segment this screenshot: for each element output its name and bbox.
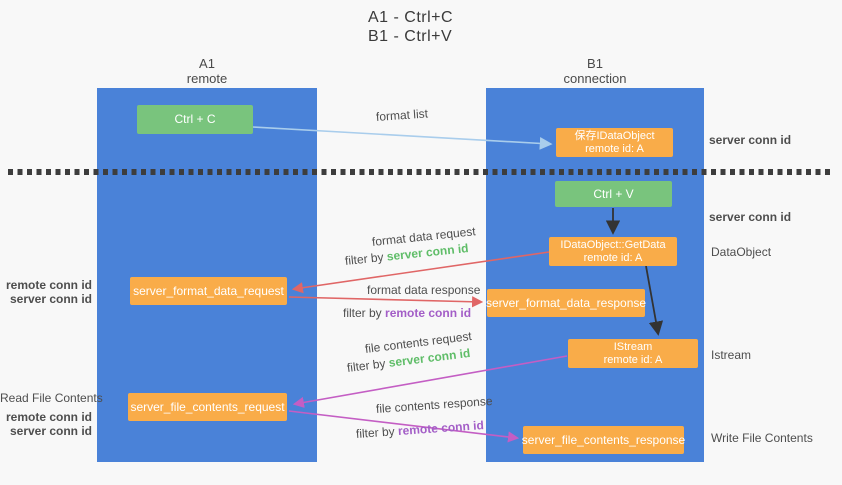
right-label-server-conn-id-mid: server conn id [709,210,792,224]
node-istream: IStream remote id: A [568,339,698,368]
node-istream-line2: remote id: A [603,353,663,366]
node-idataobject-getdata: IDataObject::GetData remote id: A [549,237,677,266]
left-label-remote-conn-id-1: remote conn id [5,278,92,292]
node-ctrl-v: Ctrl + V [555,181,672,207]
left-label-remote-conn-id-2: remote conn id [5,410,92,424]
right-label-dataobject: DataObject [711,245,772,259]
filter-by-text: filter by [343,306,382,320]
phase-divider-dashed-line [8,169,834,175]
node-getdata-line2: remote id: A [583,251,643,264]
edge-label-file-contents-response: file contents response [375,393,493,416]
node-ctrl-c-label: Ctrl + C [174,112,216,126]
node-istream-line1: IStream [613,340,653,353]
node-save-idataobject-line1: 保存IDataObject [574,129,655,142]
node-server-format-data-response: server_format_data_response [485,289,647,317]
right-label-server-conn-id-top: server conn id [709,133,792,147]
right-column-header: B1 connection [486,56,704,86]
node-server-file-contents-request: server_file_contents_request [128,393,287,421]
left-column-header: A1 remote [97,56,317,86]
edge-label-format-list: format list [375,106,429,124]
node-file-response-label: server_file_contents_response [521,432,686,447]
node-format-request-label: server_format_data_request [133,283,284,298]
left-label-read-file-contents: Read File Contents [0,391,103,405]
node-server-file-contents-response: server_file_contents_response [521,426,686,454]
node-save-idataobject-line2: remote id: A [585,142,644,155]
edge-label-format-data-response: format data response [367,283,481,297]
right-label-write-file-contents: Write File Contents [711,431,813,445]
left-column-role: remote [186,71,228,86]
filter-by-text: filter by [344,249,385,268]
right-column-name: B1 [587,56,603,71]
arrow-format-data-response [288,296,484,308]
right-column-role: connection [563,71,627,86]
node-save-idataobject: 保存IDataObject remote id: A [556,128,673,157]
filter-by-text: filter by [346,356,387,375]
node-server-format-data-request: server_format_data_request [130,277,287,305]
node-ctrl-c: Ctrl + C [137,105,253,134]
node-file-request-label: server_file_contents_request [130,399,285,414]
node-ctrl-v-label: Ctrl + V [593,186,634,201]
left-label-server-conn-id-1: server conn id [9,292,92,306]
remote-conn-id-text: remote conn id [397,418,485,439]
filter-by-text: filter by [355,424,396,441]
node-getdata-line1: IDataObject::GetData [560,238,666,251]
title-line-2: B1 - Ctrl+V [368,28,453,45]
diagram-title: A1 - Ctrl+C B1 - Ctrl+V [368,8,453,46]
left-column-name: A1 [199,56,215,71]
left-label-server-conn-id-2: server conn id [9,424,92,438]
right-label-istream: Istream [711,348,752,362]
edge-label-filter-by-remote-conn-id-2: filter by remote conn id [356,418,485,441]
remote-conn-id-text: remote conn id [385,306,472,320]
edge-label-filter-by-remote-conn-id-1: filter by remote conn id [343,306,471,320]
title-line-1: A1 - Ctrl+C [368,9,454,26]
node-format-response-label: server_format_data_response [485,295,647,310]
